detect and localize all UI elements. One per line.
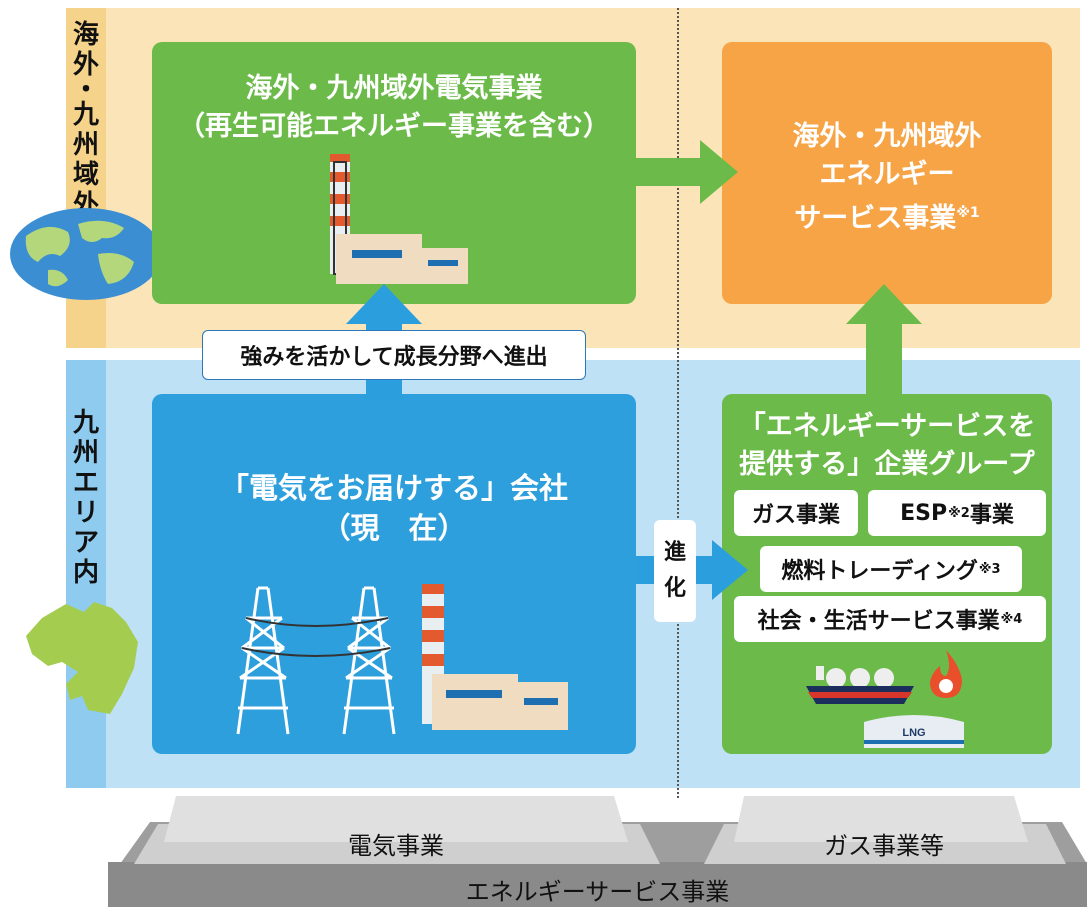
lng-ship-icon (806, 666, 914, 704)
electric-business-label: 電気事業 (348, 832, 444, 860)
power-plant-icon (330, 154, 468, 284)
overseas-energy-box (722, 42, 1052, 304)
lng-tank-label: LNG (902, 727, 925, 739)
globe-icon (10, 208, 162, 300)
kyushu-map-icon (26, 602, 138, 714)
social-services-chip: 社会・生活サービス事業※4 (734, 596, 1046, 642)
overseas-region-label: 海 外 ・ 九 州 域 外 (72, 20, 99, 220)
kyushu-region-label-strip (66, 360, 106, 788)
lng-tank-icon: LNG (864, 715, 964, 748)
overseas-electric-title: 海外・九州域外電気事業 （再生可能エネルギー事業を含む） (178, 73, 610, 142)
energy-service-business-label: エネルギーサービス事業 (465, 878, 730, 906)
advance-callout: 強みを活かして成長分野へ進出 (202, 330, 586, 380)
current-company-title: 「電気をお届けする」会社 （現 在） (219, 471, 568, 545)
flame-icon (930, 650, 962, 698)
up-arrow-icon (846, 284, 922, 400)
gas-business-label: ガス事業等 (824, 832, 944, 860)
fuel-trading-chip: 燃料トレーディング※3 (760, 546, 1022, 592)
energy-group-title: 「エネルギーサービスを 提供する」企業グループ (738, 411, 1036, 480)
overseas-energy-title: 海外・九州域外 エネルギー サービス事業※1 (792, 121, 982, 234)
right-arrow-icon (634, 140, 738, 204)
platform-base (108, 796, 1087, 907)
divider-line (677, 8, 679, 798)
kyushu-region-label: 九 州 エ リ ア 内 (72, 408, 99, 588)
power-plant-icon (422, 584, 568, 730)
transmission-tower-icon (236, 586, 396, 735)
gas-business-chip: ガス事業 (734, 490, 858, 536)
evolve-label: 進 化 (654, 520, 696, 622)
